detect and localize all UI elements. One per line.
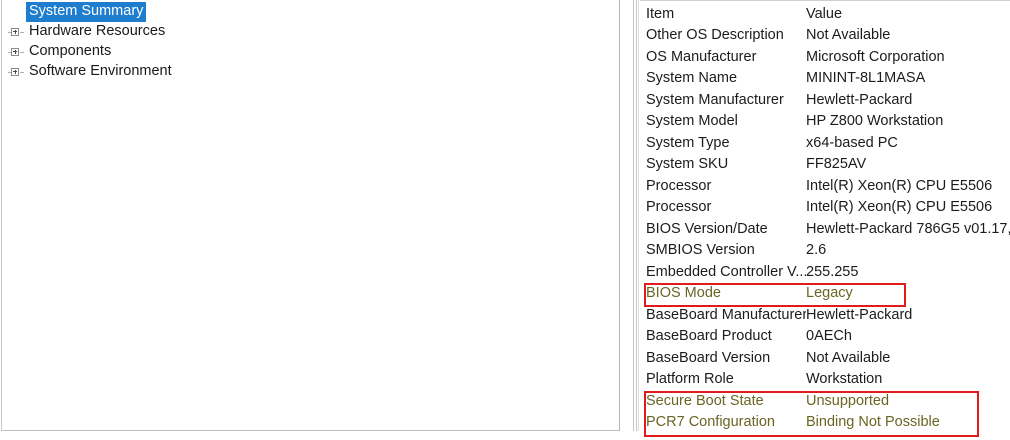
details-row-value: Hewlett-Packard [806, 306, 913, 323]
splitter-line-right [638, 0, 639, 431]
tree-item-label: Software Environment [29, 63, 172, 79]
details-row-item: BaseBoard Version [646, 349, 771, 366]
details-row[interactable]: PCR7 Configuration Binding Not Possible [640, 412, 1010, 434]
details-row-value: FF825AV [806, 156, 867, 173]
details-row-value: Microsoft Corporation [806, 48, 945, 65]
details-row-value: x64-based PC [806, 134, 898, 151]
details-row-item: BIOS Mode [646, 285, 721, 302]
details-row-item: Embedded Controller V... [646, 263, 806, 280]
details-row[interactable]: BIOS Version/Date Hewlett-Packard 786G5 v… [640, 218, 1010, 240]
expand-plus-icon[interactable] [8, 24, 25, 41]
details-row-item: System Name [646, 70, 738, 87]
details-row-value: Intel(R) Xeon(R) CPU E5506 [806, 199, 993, 216]
details-row-value: 0AECh [806, 328, 852, 345]
details-row[interactable]: BaseBoard Version Not Available [640, 347, 1010, 369]
details-row-item: BaseBoard Manufacturer [646, 306, 806, 323]
details-row-value: 255.255 [806, 263, 859, 280]
details-row-value: Intel(R) Xeon(R) CPU E5506 [806, 177, 993, 194]
details-row-value: Workstation [806, 371, 883, 388]
details-row[interactable]: Embedded Controller V...255.255 [640, 261, 1010, 283]
details-row[interactable]: Processor Intel(R) Xeon(R) CPU E5506 [640, 175, 1010, 197]
tree-item-software-environment[interactable]: Software Environment [2, 62, 619, 82]
details-row-item: System SKU [646, 156, 729, 173]
details-row-item: Processor [646, 199, 712, 216]
details-row-item: System Model [646, 113, 738, 130]
details-row[interactable]: System Manufacturer Hewlett-Packard [640, 89, 1010, 111]
details-row-value: Hewlett-Packard [806, 91, 913, 108]
details-row-value: Binding Not Possible [806, 414, 940, 431]
tree-indent-spacer [8, 4, 25, 21]
details-row-value: MININT-8L1MASA [806, 70, 926, 87]
tree-item-label: Hardware Resources [29, 23, 166, 39]
splitter-line-mid [636, 0, 637, 431]
details-row[interactable]: System SKU FF825AV [640, 154, 1010, 176]
expand-plus-icon[interactable] [8, 64, 25, 81]
details-row[interactable]: OS Manufacturer Microsoft Corporation [640, 46, 1010, 68]
details-row[interactable]: System Name MININT-8L1MASA [640, 68, 1010, 90]
details-row-item: BaseBoard Product [646, 328, 772, 345]
details-row-item: SMBIOS Version [646, 242, 755, 259]
details-row[interactable]: System Type x64-based PC [640, 132, 1010, 154]
details-row-item: System Type [646, 134, 730, 151]
details-row-value: Not Available [806, 349, 891, 366]
tree-item-label: System Summary [26, 2, 147, 22]
tree-item-components[interactable]: Components [2, 42, 619, 62]
details-row-item: PCR7 Configuration [646, 414, 775, 431]
details-row-item: Processor [646, 177, 712, 194]
details-row[interactable]: System Model HP Z800 Workstation [640, 111, 1010, 133]
tree-item-label: Components [29, 43, 112, 59]
details-row[interactable]: Processor Intel(R) Xeon(R) CPU E5506 [640, 197, 1010, 219]
details-row[interactable]: Other OS Description Not Available [640, 25, 1010, 47]
details-row-value: Hewlett-Packard 786G5 v01.17, 8/ [806, 220, 1010, 237]
details-row[interactable]: SMBIOS Version 2.6 [640, 240, 1010, 262]
pane-splitter[interactable] [632, 0, 640, 431]
details-row-value: HP Z800 Workstation [806, 113, 944, 130]
details-row-item: OS Manufacturer [646, 48, 757, 65]
details-row[interactable]: BIOS Mode Legacy [640, 283, 1010, 305]
details-row-item: Other OS Description [646, 27, 784, 44]
tree-item-system-summary[interactable]: System Summary [2, 2, 619, 22]
column-header-item: Item [646, 5, 675, 22]
tree-item-hardware-resources[interactable]: Hardware Resources [2, 22, 619, 42]
details-header-row: Item Value [640, 3, 1010, 25]
details-row[interactable]: BaseBoard Product 0AECh [640, 326, 1010, 348]
column-header-value: Value [806, 5, 843, 22]
details-row-value: Not Available [806, 27, 891, 44]
expand-plus-icon[interactable] [8, 44, 25, 61]
details-row[interactable]: Secure Boot State Unsupported [640, 390, 1010, 412]
splitter-line-left [633, 0, 634, 431]
details-row-item: BIOS Version/Date [646, 220, 768, 237]
details-row-item: System Manufacturer [646, 91, 784, 108]
details-row[interactable]: Platform Role Workstation [640, 369, 1010, 391]
details-row-value: Unsupported [806, 392, 890, 409]
details-row-value: 2.6 [806, 242, 827, 259]
details-row-item: Platform Role [646, 371, 734, 388]
details-row-value: Legacy [806, 285, 853, 302]
details-row-item: Secure Boot State [646, 392, 764, 409]
